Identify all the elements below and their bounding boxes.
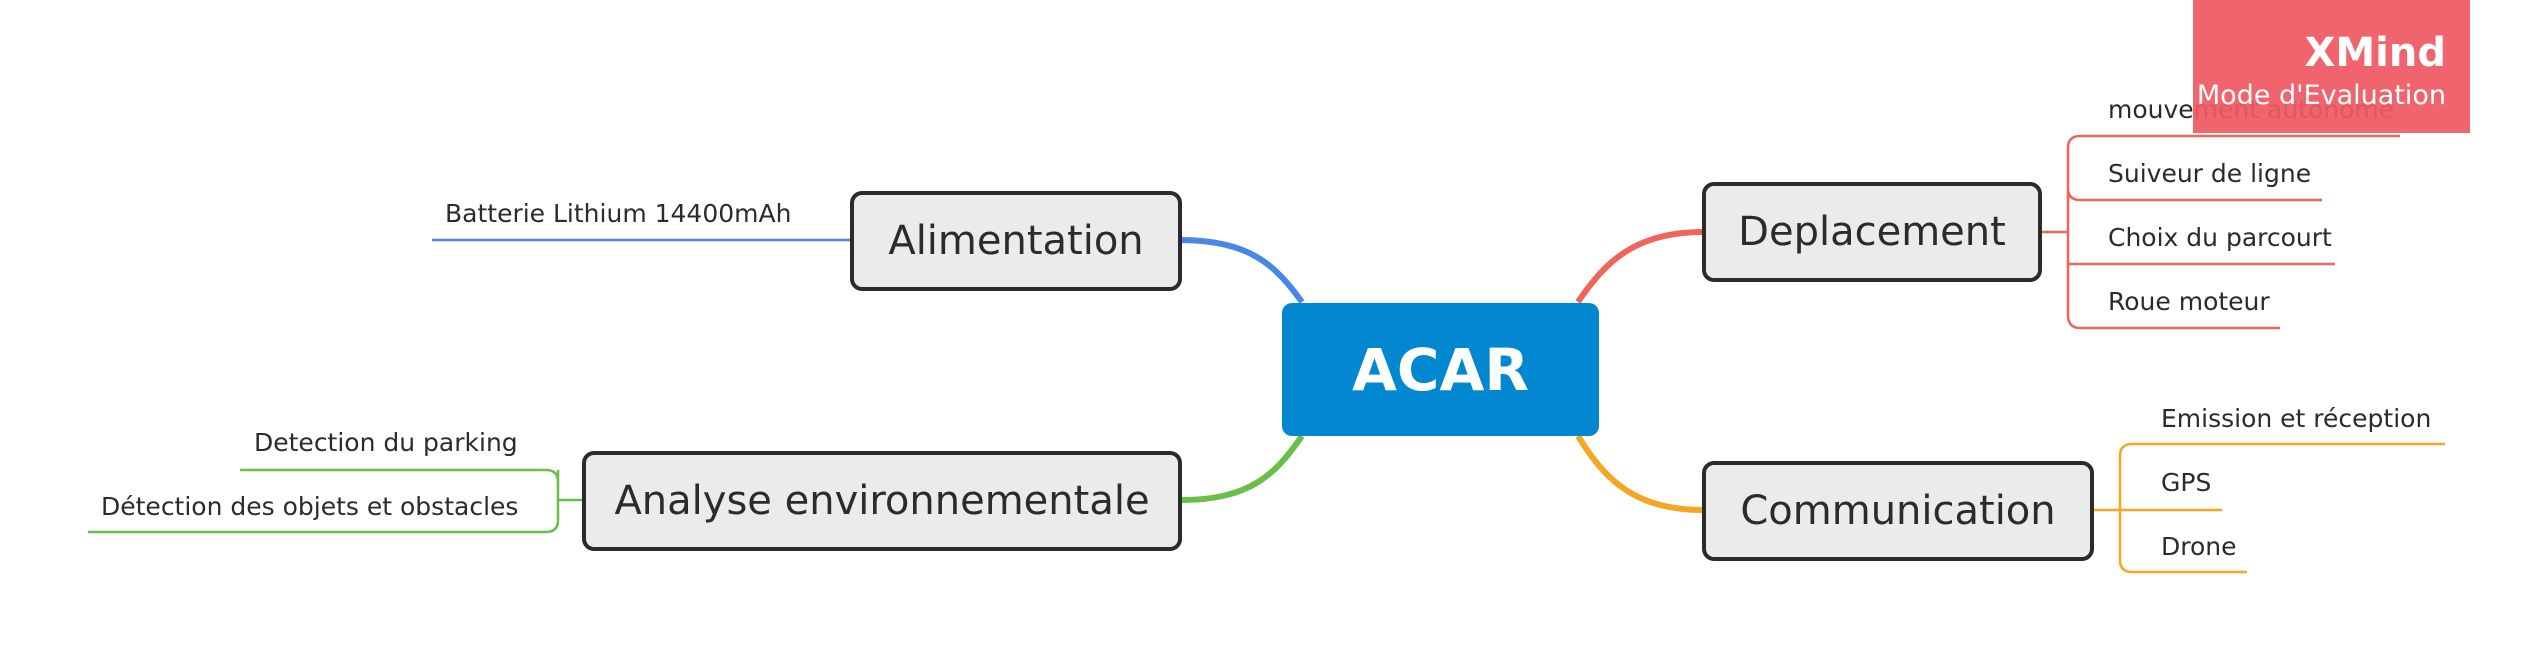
badge-title: XMind — [2304, 30, 2446, 76]
central-topic[interactable]: ACAR — [1282, 303, 1599, 436]
connector-alimentation — [1179, 237, 1305, 304]
subtopic-batterie[interactable]: Batterie Lithium 14400mAh — [445, 199, 792, 228]
subtopic-suiveur-ligne[interactable]: Suiveur de ligne — [2108, 159, 2312, 188]
topic-communication-label: Communication — [1740, 488, 2056, 534]
subtopic-drone[interactable]: Drone — [2161, 532, 2237, 561]
connector-sub-analyse — [88, 468, 583, 534]
subtopic-detection-obstacles[interactable]: Détection des objets et obstacles — [101, 492, 519, 521]
connector-sub-deplacement — [2040, 134, 2400, 330]
topic-communication[interactable]: Communication — [1702, 461, 2094, 561]
topic-deplacement-label: Deplacement — [1738, 209, 2006, 255]
subtopic-detection-parking[interactable]: Detection du parking — [254, 428, 518, 457]
subtopic-gps[interactable]: GPS — [2161, 468, 2212, 497]
topic-deplacement[interactable]: Deplacement — [1702, 182, 2042, 282]
subtopic-emission-reception[interactable]: Emission et réception — [2161, 404, 2432, 433]
connector-analyse — [1179, 434, 1305, 503]
connector-communication — [1575, 434, 1704, 513]
xmind-evaluation-badge: XMind Mode d'Evaluation — [2193, 0, 2470, 133]
connector-deplacement — [1575, 229, 1704, 304]
topic-alimentation[interactable]: Alimentation — [850, 191, 1182, 291]
subtopic-choix-parcourt[interactable]: Choix du parcourt — [2108, 223, 2332, 252]
badge-subtitle: Mode d'Evaluation — [2196, 80, 2446, 111]
topic-analyse-label: Analyse environnementale — [614, 478, 1150, 524]
topic-analyse-environnementale[interactable]: Analyse environnementale — [582, 451, 1182, 551]
topic-alimentation-label: Alimentation — [888, 218, 1144, 264]
central-topic-label: ACAR — [1351, 335, 1529, 404]
subtopic-roue-moteur[interactable]: Roue moteur — [2108, 287, 2270, 316]
connector-sub-communication — [2092, 442, 2445, 574]
